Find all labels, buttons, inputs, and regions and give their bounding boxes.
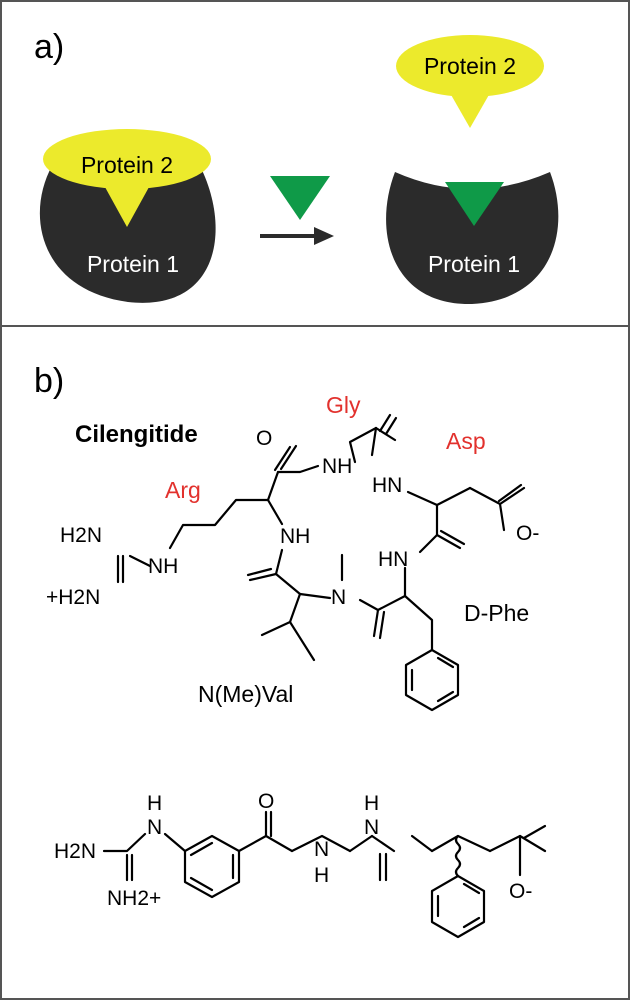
right-protein2-shape [396, 35, 544, 97]
right-protein2-tip [446, 86, 494, 128]
atom2-o-minus: O- [509, 880, 532, 903]
bond [403, 594, 434, 652]
panel-a-label: a) [34, 28, 64, 66]
bond [410, 834, 434, 853]
bond [522, 824, 547, 840]
atom-hn-right: HN [372, 474, 402, 497]
residue-gly: Gly [326, 392, 361, 418]
right-protein1-shape [386, 172, 559, 305]
bond [273, 445, 292, 472]
bond [406, 490, 439, 507]
right-protein2-label: Protein 2 [424, 53, 516, 79]
bond [439, 529, 466, 546]
bond [128, 554, 152, 568]
bond [298, 592, 332, 600]
bond [116, 554, 125, 584]
atom-nh-mid: NH [280, 525, 310, 548]
bond [488, 834, 547, 853]
bond [404, 648, 460, 712]
right-protein-complex: Protein 1 Protein 2 [386, 35, 559, 305]
atom-o: O [256, 427, 272, 450]
residue-arg: Arg [165, 477, 201, 503]
atom-h2n: H2N [60, 524, 102, 547]
inhibitor-triangle [270, 176, 330, 220]
atom-nh-top: NH [322, 455, 352, 478]
atom-h2n-plus: +H2N [46, 586, 100, 609]
right-protein1-label: Protein 1 [428, 251, 520, 277]
bond [358, 598, 380, 612]
bond [370, 426, 378, 457]
arrow-head [314, 227, 334, 245]
atom2-o: O [258, 790, 274, 813]
bond [183, 834, 241, 899]
bond [370, 834, 396, 853]
bond [430, 874, 486, 939]
residue-dphe: D-Phe [464, 600, 529, 626]
atom-nh-guanidine: NH [148, 555, 178, 578]
bond [454, 834, 462, 878]
atom-o-minus: O- [516, 522, 539, 545]
bond [376, 566, 407, 612]
bond [264, 810, 273, 838]
left-protein1-shape [39, 166, 216, 303]
compound-name: Cilengitide [75, 421, 198, 448]
bond [378, 852, 388, 882]
left-protein1-label: Protein 1 [87, 251, 179, 277]
bond [378, 610, 386, 640]
bond [348, 834, 374, 853]
bond [274, 548, 284, 576]
atom2-n-top: N [147, 816, 162, 839]
bond [418, 533, 439, 554]
residue-nmeval: N(Me)Val [198, 681, 293, 707]
atom2-h-bottom: H [314, 864, 329, 887]
bond [168, 498, 270, 550]
bond [125, 853, 134, 882]
bond [372, 608, 380, 638]
bond [436, 882, 481, 929]
bond [348, 426, 378, 464]
bond [189, 841, 235, 892]
residue-asp: Asp [446, 428, 486, 454]
bond [498, 502, 506, 532]
bond [435, 503, 462, 550]
bond [163, 832, 187, 853]
left-protein2-label: Protein 2 [81, 152, 173, 178]
atom-n-methyl: N [331, 586, 346, 609]
bond [266, 470, 280, 502]
left-protein-complex: Protein 2 Protein 1 [39, 129, 216, 303]
bond [237, 834, 294, 853]
bond [102, 832, 147, 853]
bond [378, 413, 392, 433]
cilengitide-structure [116, 413, 526, 712]
atom2-h-top: H [147, 792, 162, 815]
bond [384, 416, 398, 436]
atom2-nh2-plus: NH2+ [107, 887, 161, 910]
left-protein2-tip [100, 178, 154, 227]
right-inhibitor-triangle [445, 182, 504, 226]
bond [497, 483, 523, 503]
atom-hn-mid: HN [378, 548, 408, 571]
bond [410, 656, 455, 703]
atom2-h-mid: H [364, 792, 379, 815]
bond [260, 620, 316, 662]
left-protein2-shape [43, 129, 211, 189]
bond [266, 498, 284, 526]
bond [468, 486, 526, 506]
reaction-arrow-group [260, 176, 334, 245]
bond [288, 592, 302, 624]
compound2-structure [102, 810, 547, 939]
bond [246, 567, 273, 577]
panel-b-label: b) [34, 362, 64, 400]
bond [290, 834, 352, 853]
bond [435, 486, 472, 507]
atom2-h2n: H2N [54, 840, 96, 863]
atom2-n-bottom: N [314, 838, 329, 861]
bond [276, 464, 320, 474]
atom2-n-mid: N [364, 816, 379, 839]
bond [248, 572, 302, 596]
bond [279, 444, 298, 471]
